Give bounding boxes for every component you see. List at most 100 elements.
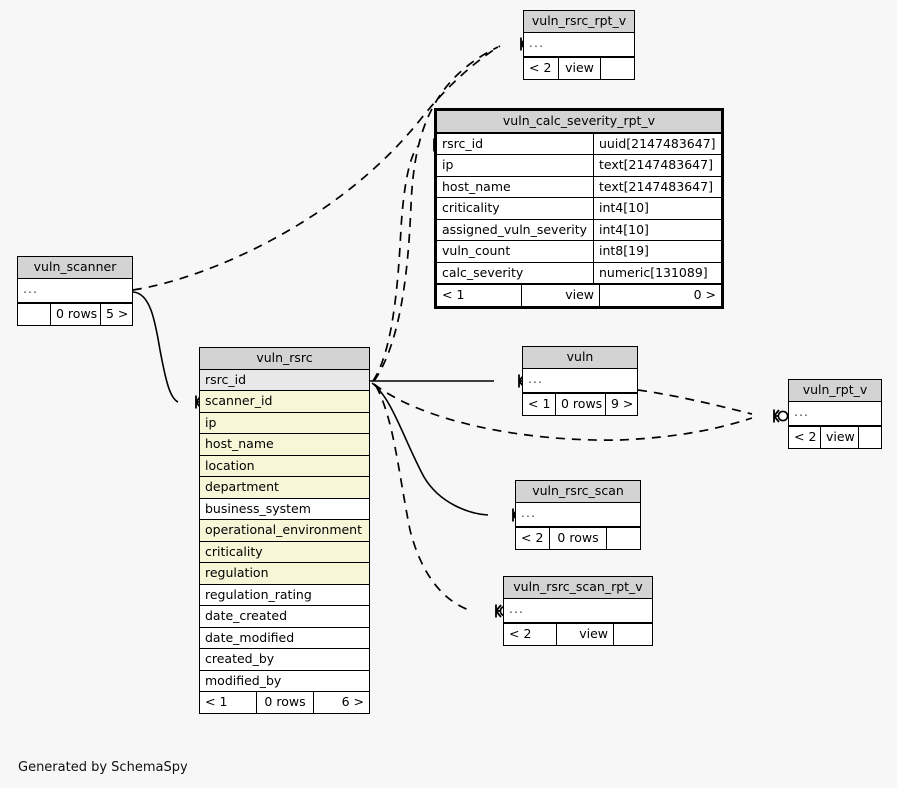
table-vuln[interactable]: vuln ... < 1 0 rows 9 > bbox=[522, 346, 638, 416]
column-type: text[2147483647] bbox=[593, 176, 721, 197]
table-row[interactable]: vuln_count int8[19] bbox=[437, 241, 721, 263]
table-row[interactable]: regulation bbox=[200, 563, 369, 585]
column-name: operational_environment bbox=[200, 520, 369, 541]
column-type: uuid[2147483647] bbox=[593, 133, 721, 154]
table-vuln-rsrc[interactable]: vuln_rsrc rsrc_id scanner_id ip host_nam… bbox=[199, 347, 370, 714]
table-row[interactable]: calc_severity numeric[131089] bbox=[437, 262, 721, 283]
table-row[interactable]: department bbox=[200, 477, 369, 499]
table-vuln-rsrc-scan[interactable]: vuln_rsrc_scan ... < 2 0 rows bbox=[515, 480, 641, 550]
table-row[interactable]: date_created bbox=[200, 606, 369, 628]
table-row[interactable]: rsrc_id uuid[2147483647] bbox=[437, 133, 721, 155]
table-row[interactable]: rsrc_id bbox=[200, 369, 369, 391]
table-vuln-rpt-v[interactable]: vuln_rpt_v ... < 2 view bbox=[788, 379, 882, 449]
footer-kind: view bbox=[558, 58, 600, 79]
footer-right-count[interactable]: 9 > bbox=[605, 394, 637, 415]
footer-left-count[interactable] bbox=[18, 304, 50, 325]
column-name: calc_severity bbox=[437, 262, 593, 283]
collapsed-columns-ellipsis: ... bbox=[504, 598, 652, 623]
table-footer: < 2 view bbox=[524, 57, 634, 79]
footer-right-count[interactable]: 6 > bbox=[313, 692, 369, 713]
table-footer: < 2 view bbox=[789, 426, 881, 448]
table-row[interactable]: business_system bbox=[200, 498, 369, 520]
table-footer: 0 rows 5 > bbox=[18, 303, 132, 325]
table-title: vuln bbox=[523, 347, 637, 369]
column-name: assigned_vuln_severity bbox=[437, 219, 593, 240]
table-row[interactable]: operational_environment bbox=[200, 520, 369, 542]
table-row[interactable]: criticality bbox=[200, 541, 369, 563]
column-name: regulation bbox=[200, 563, 369, 584]
column-name: business_system bbox=[200, 498, 369, 519]
footer-right-count[interactable] bbox=[606, 528, 640, 549]
diagram-caption: Generated by SchemaSpy bbox=[18, 760, 188, 775]
column-type: text[2147483647] bbox=[593, 155, 721, 176]
table-row[interactable]: host_name text[2147483647] bbox=[437, 176, 721, 198]
footer-left-count[interactable]: < 2 bbox=[521, 530, 544, 545]
footer-right-count[interactable] bbox=[613, 624, 652, 645]
table-row[interactable]: location bbox=[200, 455, 369, 477]
table-row[interactable]: created_by bbox=[200, 649, 369, 671]
footer-rows: 0 rows bbox=[50, 304, 100, 325]
table-title: vuln_rsrc bbox=[200, 348, 369, 370]
table-vuln-rsrc-rpt-v[interactable]: vuln_rsrc_rpt_v ... < 2 view bbox=[523, 10, 635, 80]
table-row[interactable]: criticality int4[10] bbox=[437, 198, 721, 220]
footer-left-count[interactable]: < 2 bbox=[529, 60, 552, 75]
footer-right-count[interactable]: 5 > bbox=[100, 304, 132, 325]
table-row[interactable]: ip text[2147483647] bbox=[437, 155, 721, 177]
column-type: int8[19] bbox=[593, 241, 721, 262]
footer-right-count[interactable] bbox=[858, 427, 881, 448]
column-name: host_name bbox=[437, 176, 593, 197]
collapsed-columns-ellipsis: ... bbox=[18, 278, 132, 303]
column-name: date_modified bbox=[200, 627, 369, 648]
footer-left-count[interactable]: < 1 bbox=[442, 287, 465, 302]
footer-kind: view bbox=[820, 427, 858, 448]
table-footer: < 2 view bbox=[504, 623, 652, 645]
footer-left-count[interactable]: < 1 bbox=[528, 396, 551, 411]
column-name: rsrc_id bbox=[200, 369, 369, 390]
collapsed-columns-ellipsis: ... bbox=[524, 32, 634, 57]
table-row[interactable]: host_name bbox=[200, 434, 369, 456]
collapsed-columns-ellipsis: ... bbox=[789, 401, 881, 426]
table-row[interactable]: regulation_rating bbox=[200, 584, 369, 606]
table-vuln-rsrc-scan-rpt-v[interactable]: vuln_rsrc_scan_rpt_v ... < 2 view bbox=[503, 576, 653, 646]
column-name: host_name bbox=[200, 434, 369, 455]
column-name: vuln_count bbox=[437, 241, 593, 262]
footer-left-count[interactable]: < 1 bbox=[205, 694, 228, 709]
table-title: vuln_rsrc_scan bbox=[516, 481, 640, 503]
footer-left-count[interactable]: < 2 bbox=[509, 626, 532, 641]
column-name: scanner_id bbox=[200, 391, 369, 412]
table-row[interactable]: ip bbox=[200, 412, 369, 434]
table-title: vuln_scanner bbox=[18, 257, 132, 279]
footer-kind: view bbox=[521, 285, 599, 306]
table-title: vuln_calc_severity_rpt_v bbox=[437, 111, 721, 134]
table-row[interactable]: scanner_id bbox=[200, 391, 369, 413]
table-footer: < 2 0 rows bbox=[516, 527, 640, 549]
table-footer: < 1 0 rows 6 > bbox=[200, 691, 369, 713]
collapsed-columns-ellipsis: ... bbox=[516, 502, 640, 527]
footer-right-count[interactable]: 0 > bbox=[599, 285, 721, 306]
footer-left-count[interactable]: < 2 bbox=[794, 429, 817, 444]
table-vuln-scanner[interactable]: vuln_scanner ... 0 rows 5 > bbox=[17, 256, 133, 326]
footer-rows: 0 rows bbox=[256, 692, 313, 713]
column-name: ip bbox=[437, 155, 593, 176]
table-row[interactable]: assigned_vuln_severity int4[10] bbox=[437, 219, 721, 241]
footer-right-count[interactable] bbox=[600, 58, 634, 79]
table-row[interactable]: modified_by bbox=[200, 670, 369, 691]
column-type: int4[10] bbox=[593, 219, 721, 240]
column-type: int4[10] bbox=[593, 198, 721, 219]
footer-rows: 0 rows bbox=[549, 528, 606, 549]
column-type: numeric[131089] bbox=[593, 262, 721, 283]
column-name: criticality bbox=[437, 198, 593, 219]
table-vuln-calc-severity-rpt-v[interactable]: vuln_calc_severity_rpt_v rsrc_id uuid[21… bbox=[434, 108, 724, 309]
column-name: created_by bbox=[200, 649, 369, 670]
table-footer: < 1 0 rows 9 > bbox=[523, 393, 637, 415]
footer-kind: view bbox=[556, 624, 613, 645]
footer-rows: 0 rows bbox=[555, 394, 605, 415]
table-row[interactable]: date_modified bbox=[200, 627, 369, 649]
collapsed-columns-ellipsis: ... bbox=[523, 368, 637, 393]
column-name: rsrc_id bbox=[437, 133, 593, 154]
column-list: rsrc_id scanner_id ip host_name location… bbox=[200, 369, 369, 691]
table-footer: < 1 view 0 > bbox=[437, 283, 721, 306]
column-name: location bbox=[200, 455, 369, 476]
table-title: vuln_rsrc_rpt_v bbox=[524, 11, 634, 33]
